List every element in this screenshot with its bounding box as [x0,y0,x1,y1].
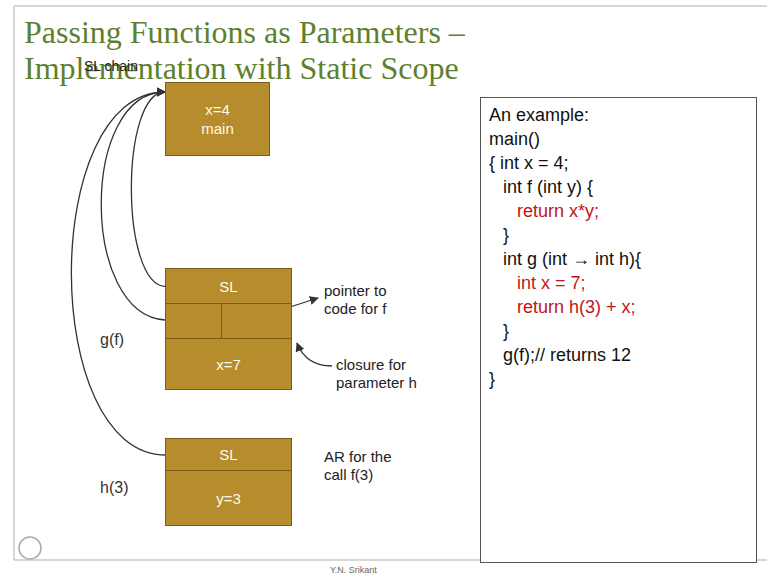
code-line: { int x = 4; [489,152,569,174]
leader-arrow [297,343,332,366]
activation-record: g(f)SLx=7 [165,268,292,390]
record-value: x=4 [205,100,230,119]
code-line: } [489,368,495,390]
code-line: An example: [489,104,589,126]
logo-symbol [19,537,41,559]
record-text: x=4main [166,83,269,155]
code-line: int f (int y) { [503,176,593,198]
code-line: } [503,320,509,342]
frame-line [14,5,767,7]
static-link-arrow [71,92,166,455]
stack-cell: y=3 [166,471,291,525]
cell-text: y=3 [216,490,241,507]
stack-cell: x=7 [166,339,291,389]
code-line: g(f);// returns 12 [503,344,631,366]
chain-label: SL chain [84,58,174,75]
record-value: main [201,119,234,138]
callout-note: AR for the call f(3) [324,448,416,484]
activation-record: x=4main [165,82,270,156]
stack-cell: SL [166,439,291,471]
code-line: return x*y; [517,200,599,222]
record-heading: g(f) [100,331,124,349]
stack-cell: SL [166,269,291,304]
cell-text: SL [219,278,237,295]
static-link-arrow [131,92,166,287]
record-heading: h(3) [100,479,128,497]
closure-divider [221,304,222,338]
frame-line [13,6,15,560]
code-line: return h(3) + x; [517,296,636,318]
code-line: main() [489,128,540,150]
code-line: } [503,224,509,246]
cell-text: SL [219,446,237,463]
author-footer: Y.N. Srikant [330,565,450,576]
callout-note: closure for parameter h [336,356,436,392]
slide-title: Passing Functions as Parameters – Implem… [24,14,584,86]
activation-record: h(3)SLy=3 [165,438,292,526]
code-line: int g (int → int h){ [503,248,641,270]
static-link-curve [101,92,165,320]
code-line: int x = 7; [517,272,586,294]
closure-cell [166,304,291,339]
code-panel: An example:main(){ int x = 4;int f (int … [480,97,757,563]
callout-note: pointer to code for f [324,282,416,318]
cell-text: x=7 [216,356,241,373]
